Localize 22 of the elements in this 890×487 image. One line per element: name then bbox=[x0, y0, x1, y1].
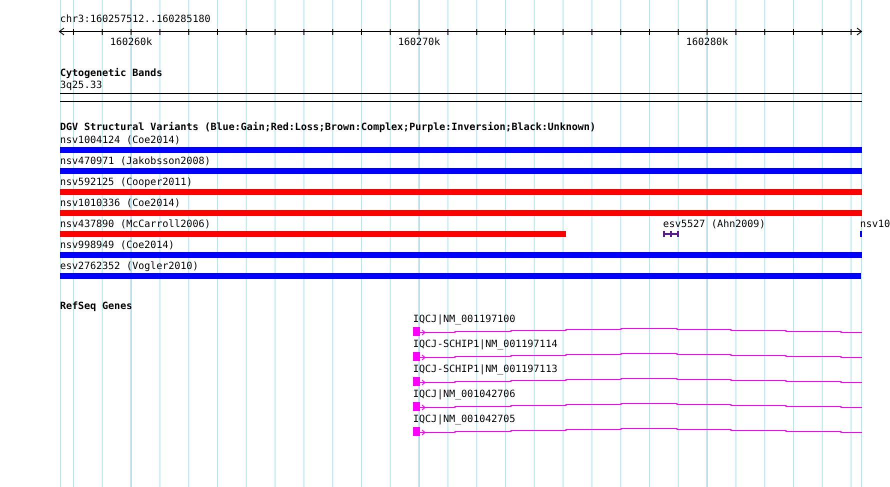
variant-label: nsv592125 (Cooper2011) bbox=[60, 177, 192, 189]
gene-label: IQCJ|NM_001042705 bbox=[413, 414, 516, 426]
variant-label: nsv1004124 (Coe2014) bbox=[60, 135, 180, 147]
variant-label: esv5527 (Ahn2009) bbox=[663, 219, 766, 231]
gene-label: IQCJ|NM_001042706 bbox=[413, 389, 516, 401]
track-title: Cytogenetic Bands bbox=[60, 68, 162, 80]
variant-label: nsv470971 (Jakobsson2008) bbox=[60, 156, 211, 168]
position-label: chr3:160257512..160285180 bbox=[60, 14, 211, 26]
track-title: DGV Structural Variants (Blue:Gain;Red:Loss;Brown:Complex;Purple:Inversion;Black:Unknown) bbox=[60, 122, 596, 134]
cytoband-label: 3q25.33 bbox=[60, 80, 102, 92]
axis-tick-label: 160270k bbox=[398, 37, 440, 49]
axis-tick-label: 160280k bbox=[686, 37, 728, 49]
variant-label: nsv437890 (McCarroll2006) bbox=[60, 219, 211, 231]
variant-label: nsv998949 (Coe2014) bbox=[60, 240, 174, 252]
variant-label: esv2762352 (Vogler2010) bbox=[60, 261, 198, 273]
gene-label: IQCJ-SCHIP1|NM_001197114 bbox=[413, 339, 558, 351]
variant-label: nsv10 bbox=[860, 219, 890, 231]
track-title: RefSeq Genes bbox=[60, 301, 132, 313]
gene-label: IQCJ|NM_001197100 bbox=[413, 314, 516, 326]
gene-label: IQCJ-SCHIP1|NM_001197113 bbox=[413, 364, 558, 376]
axis-tick-label: 160260k bbox=[110, 37, 152, 49]
variant-label: nsv1010336 (Coe2014) bbox=[60, 198, 180, 210]
